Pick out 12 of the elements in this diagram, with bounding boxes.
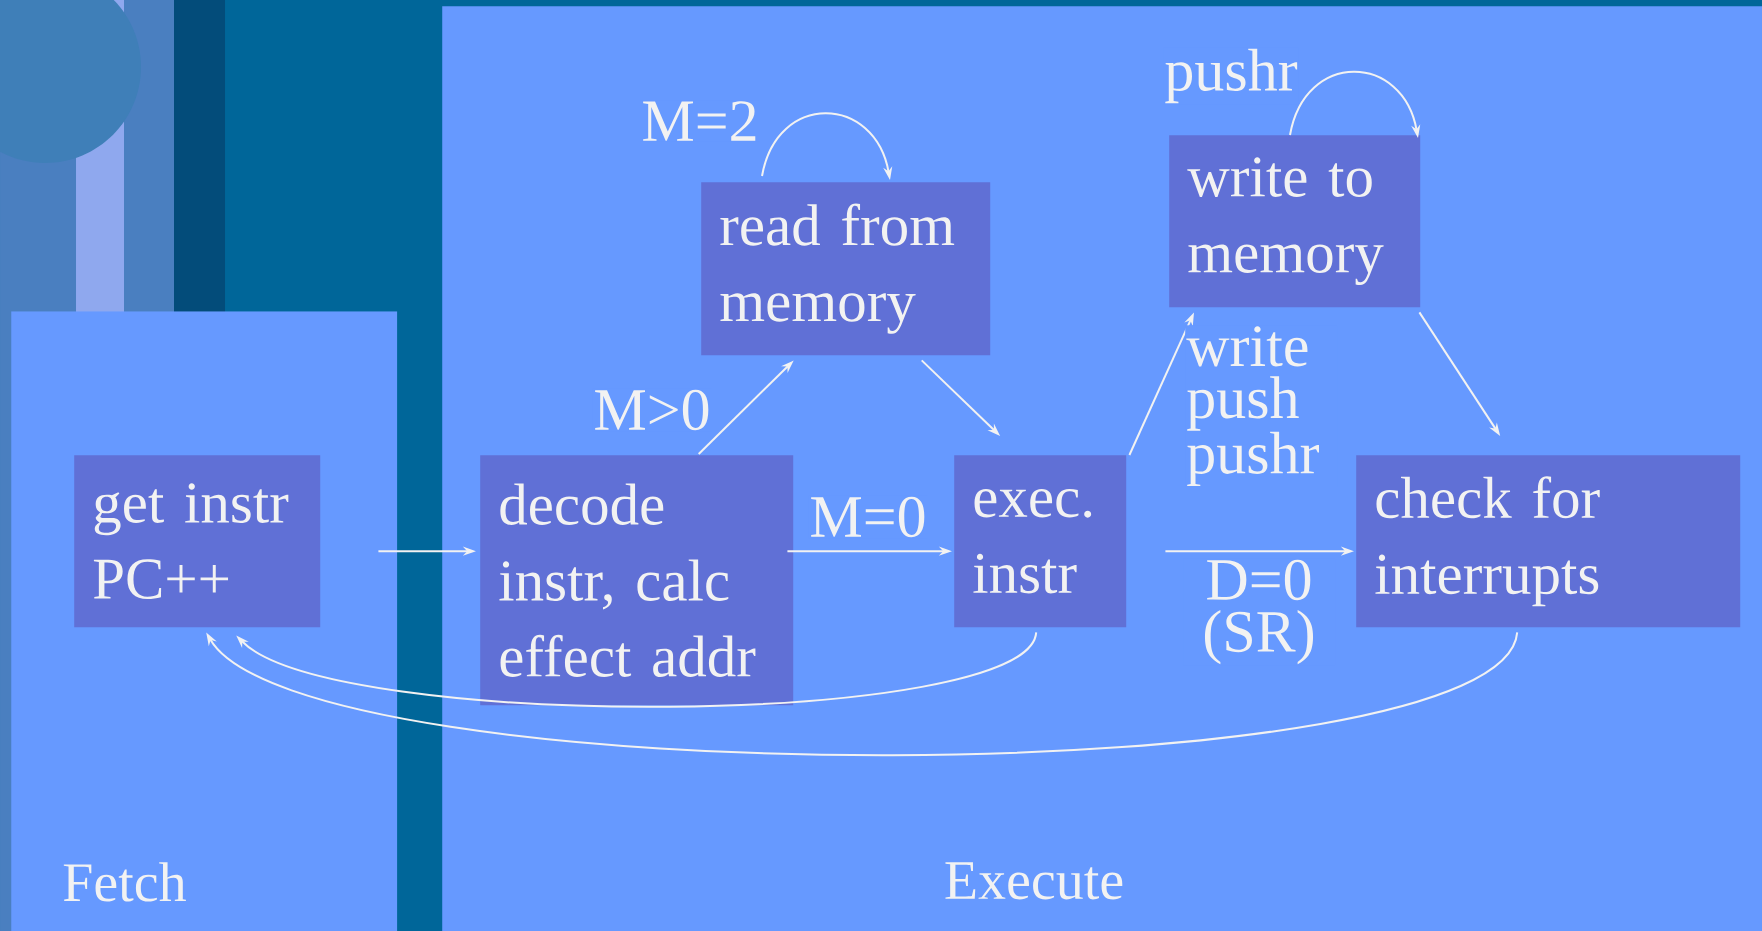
- process-box: read from memory: [701, 182, 991, 356]
- edge-label: pushr: [1163, 47, 1299, 105]
- edge-label: D=0 (SR): [1183, 558, 1335, 666]
- process-box: get instr PC++: [74, 455, 321, 628]
- edge-label: write push pushr: [1185, 325, 1338, 488]
- process-box: exec. instr: [954, 455, 1127, 628]
- edge-label: M=0: [808, 495, 928, 539]
- arrow: [206, 631, 1519, 757]
- edge-label: M>0: [592, 388, 712, 432]
- edge-label: M=2: [640, 100, 760, 142]
- process-box: decode instr, calc effect addr: [480, 455, 794, 706]
- process-box: check for interrupts: [1356, 455, 1741, 628]
